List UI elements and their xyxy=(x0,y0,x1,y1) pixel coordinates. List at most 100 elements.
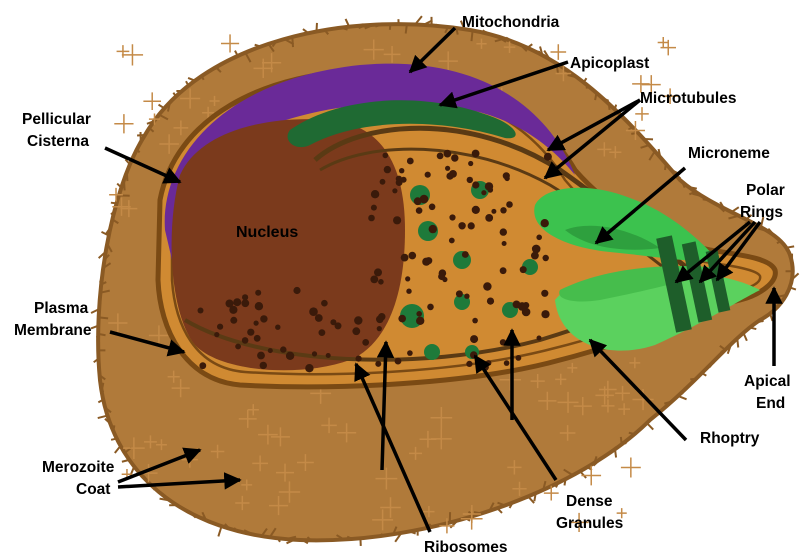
ribosome xyxy=(456,290,463,297)
ribosome xyxy=(247,329,254,336)
coat-spike xyxy=(665,164,666,170)
ribosome xyxy=(260,362,267,369)
coat-spike xyxy=(97,336,98,342)
ribosome xyxy=(257,352,265,360)
label-merozoite-2: Coat xyxy=(76,481,110,498)
ribosome xyxy=(229,306,237,314)
ribosome xyxy=(401,254,409,262)
ribosome xyxy=(467,177,473,183)
label-ribosomes: Ribosomes xyxy=(424,539,508,556)
ribosome xyxy=(466,361,472,367)
ribosome xyxy=(414,197,422,205)
ribosome xyxy=(230,317,237,324)
coat-texture-mark xyxy=(143,92,161,110)
ribosome xyxy=(254,321,259,326)
coat-spike xyxy=(609,104,610,110)
ribosome xyxy=(286,352,294,360)
coat-spike xyxy=(534,493,535,501)
ribosome xyxy=(438,273,445,280)
label-pellicular-1: Pellicular xyxy=(22,111,91,128)
coat-spike xyxy=(363,537,369,538)
ribosome xyxy=(468,161,473,166)
ribosome xyxy=(275,325,280,330)
ribosome xyxy=(405,276,410,281)
coat-spike xyxy=(99,317,108,318)
ribosome xyxy=(541,310,549,318)
ribosome xyxy=(312,351,317,356)
coat-spike xyxy=(245,533,251,534)
dense-granule xyxy=(424,344,440,360)
ribosome xyxy=(506,201,513,208)
ribosome xyxy=(260,315,267,322)
coat-spike xyxy=(113,425,114,431)
ribosome xyxy=(485,182,493,190)
coat-texture-mark xyxy=(221,34,239,52)
ribosome xyxy=(541,290,548,297)
ribosome xyxy=(449,238,455,244)
ribosome xyxy=(371,205,377,211)
coat-spike xyxy=(615,105,616,110)
coat-texture-mark xyxy=(117,45,130,58)
label-plasma-1: Plasma xyxy=(34,300,89,317)
ribosome xyxy=(378,279,384,285)
ribosome xyxy=(362,339,369,346)
label-dense-1: Dense xyxy=(566,493,613,510)
ribosome xyxy=(407,158,414,165)
coat-spike xyxy=(580,471,586,478)
coat-texture-mark xyxy=(635,107,649,121)
ribosome xyxy=(470,335,478,343)
coat-texture-mark xyxy=(122,44,143,65)
ribosome xyxy=(446,173,453,180)
coat-spike xyxy=(528,496,534,503)
ribosome xyxy=(255,290,261,296)
ribosome xyxy=(280,346,286,352)
ribosome xyxy=(217,324,223,330)
ribosome xyxy=(487,298,494,305)
coat-texture-mark xyxy=(658,37,669,48)
ribosome xyxy=(427,304,434,311)
ribosome xyxy=(536,235,542,241)
ribosome xyxy=(198,308,204,314)
ribosome xyxy=(425,172,431,178)
coat-spike xyxy=(295,35,301,36)
ribosome xyxy=(375,361,381,367)
ribosome xyxy=(425,257,432,264)
coat-spike xyxy=(474,512,482,513)
ribosome xyxy=(464,294,469,299)
coat-spike xyxy=(124,180,125,191)
coat-spike xyxy=(98,334,105,335)
label-polar-1: Polar xyxy=(746,182,785,199)
ribosome xyxy=(504,360,510,366)
ribosome xyxy=(502,241,507,246)
label-pellicular-2: Cisterna xyxy=(27,133,89,150)
coat-texture-mark xyxy=(550,44,566,60)
ribosome xyxy=(500,228,507,235)
ribosome xyxy=(483,282,491,290)
ribosome xyxy=(396,176,402,182)
ribosome xyxy=(544,153,552,161)
ribosome xyxy=(384,166,391,173)
coat-texture-mark xyxy=(621,458,641,478)
ribosome xyxy=(214,332,219,337)
coat-spike xyxy=(737,338,738,347)
ribosome xyxy=(532,245,541,254)
coat-spike xyxy=(471,30,472,41)
ribosome xyxy=(383,153,389,159)
label-apical-2: End xyxy=(756,395,785,412)
ribosome xyxy=(309,307,318,316)
ribosome xyxy=(354,316,362,324)
ribosome xyxy=(315,314,323,322)
ribosome xyxy=(293,287,300,294)
ribosome xyxy=(472,206,480,214)
coat-spike xyxy=(786,246,794,247)
coat-spike xyxy=(564,479,565,485)
coat-texture-mark xyxy=(114,114,133,133)
ribosome xyxy=(321,300,328,307)
ribosome xyxy=(429,225,437,233)
label-rhoptry: Rhoptry xyxy=(700,430,760,447)
ribosome xyxy=(392,188,397,193)
coat-spike xyxy=(631,133,638,134)
ribosome xyxy=(380,179,386,185)
ribosome xyxy=(437,153,444,160)
ribosome xyxy=(543,255,549,261)
